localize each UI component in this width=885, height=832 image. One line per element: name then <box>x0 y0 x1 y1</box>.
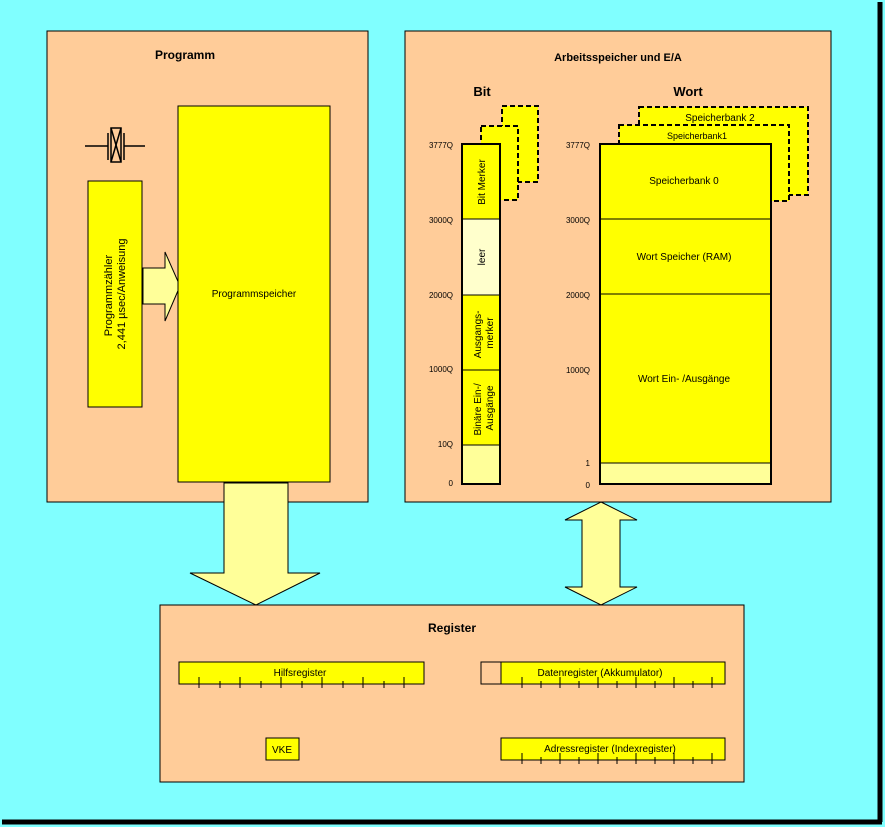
program-title: Programm <box>155 48 215 62</box>
program-counter-line1: Programmzähler <box>103 255 115 337</box>
word-column-outline <box>599 143 772 485</box>
bit-label-leer: leer <box>477 248 488 265</box>
datenregister-label: Datenregister (Akkumulator) <box>537 668 662 679</box>
bit-label-merker: Bit Merker <box>477 159 488 205</box>
hilfsregister-ticks <box>198 677 405 688</box>
program-memory-label: Programmspeicher <box>212 289 297 300</box>
workmem-panel: Arbeitsspeicher und E/A Bit Bit Merker l… <box>404 30 832 503</box>
word-address-2000: 2000Q <box>566 291 590 300</box>
word-label-io: Wort Ein- /Ausgänge <box>638 374 731 385</box>
bit-segment-bottom <box>461 444 501 485</box>
adressregister-box <box>500 737 726 761</box>
word-segment-bottom <box>599 462 772 485</box>
program-panel: Programm Programmzähler 2,441 µsec/Anwei… <box>46 30 369 503</box>
word-bank1-label: Speicherbank1 <box>667 131 727 141</box>
bit-label-ausgangsmerker-l1: Ausgangs- <box>473 310 484 358</box>
bit-address-3000: 3000Q <box>429 216 453 225</box>
vke-box <box>265 737 300 761</box>
bit-label-ausgangsmerker-l2: merker <box>485 317 496 349</box>
program-memory-box <box>177 105 331 483</box>
bit-label-binaere-io: Binäre Ein-/ Ausgänge <box>473 380 496 435</box>
program-to-register-arrow <box>189 482 321 606</box>
program-counter-line2: 2,441 µsec/Anweisung <box>116 239 128 350</box>
word-segment-ram <box>599 218 772 295</box>
bit-heading: Bit <box>473 84 491 99</box>
crystal-oscillator-icon <box>85 127 145 163</box>
register-title: Register <box>428 621 476 635</box>
word-address-0: 0 <box>586 481 591 490</box>
word-label-bank0: Speicherbank 0 <box>649 176 719 187</box>
word-bank2-label: Speicherbank 2 <box>685 113 755 124</box>
bit-address-3777: 3777Q <box>429 141 453 150</box>
bit-segment-ausgangsmerker <box>461 294 501 371</box>
bit-address-2000: 2000Q <box>429 291 453 300</box>
bit-label-ausgangsmerker: Ausgangs- merker <box>473 308 496 359</box>
bit-address-10: 10Q <box>438 440 453 449</box>
word-heading: Wort <box>673 84 703 99</box>
program-counter-box <box>87 180 143 408</box>
word-address-3777: 3777Q <box>566 141 590 150</box>
word-label-ram: Wort Speicher (RAM) <box>637 252 732 263</box>
adressregister-label: Adressregister (Indexregister) <box>544 744 676 755</box>
word-address-3000: 3000Q <box>566 216 590 225</box>
register-panel: Register Hilfsregister Datenregister (Ak… <box>159 604 745 783</box>
vke-label: VKE <box>272 745 292 756</box>
bit-address-1000: 1000Q <box>429 365 453 374</box>
bit-label-binaere-io-l2: Ausgänge <box>485 385 496 430</box>
workmem-title: Arbeitsspeicher und E/A <box>554 52 682 64</box>
adressregister-ticks <box>521 753 713 764</box>
datenregister-ticks <box>521 677 713 688</box>
word-segment-io <box>599 293 772 464</box>
counter-to-memory-arrow <box>142 251 181 322</box>
bit-address-0: 0 <box>449 479 454 488</box>
hilfsregister-label: Hilfsregister <box>274 668 327 679</box>
program-counter-label: Programmzähler 2,441 µsec/Anweisung <box>103 239 128 350</box>
datenregister-extension-box <box>480 661 502 685</box>
bit-segment-binaere-io <box>461 369 501 446</box>
bit-column-outline <box>461 143 501 485</box>
bit-label-binaere-io-l1: Binäre Ein-/ <box>473 383 484 435</box>
word-address-1000: 1000Q <box>566 366 590 375</box>
word-address-1: 1 <box>586 459 591 468</box>
datenregister-box <box>500 661 726 685</box>
